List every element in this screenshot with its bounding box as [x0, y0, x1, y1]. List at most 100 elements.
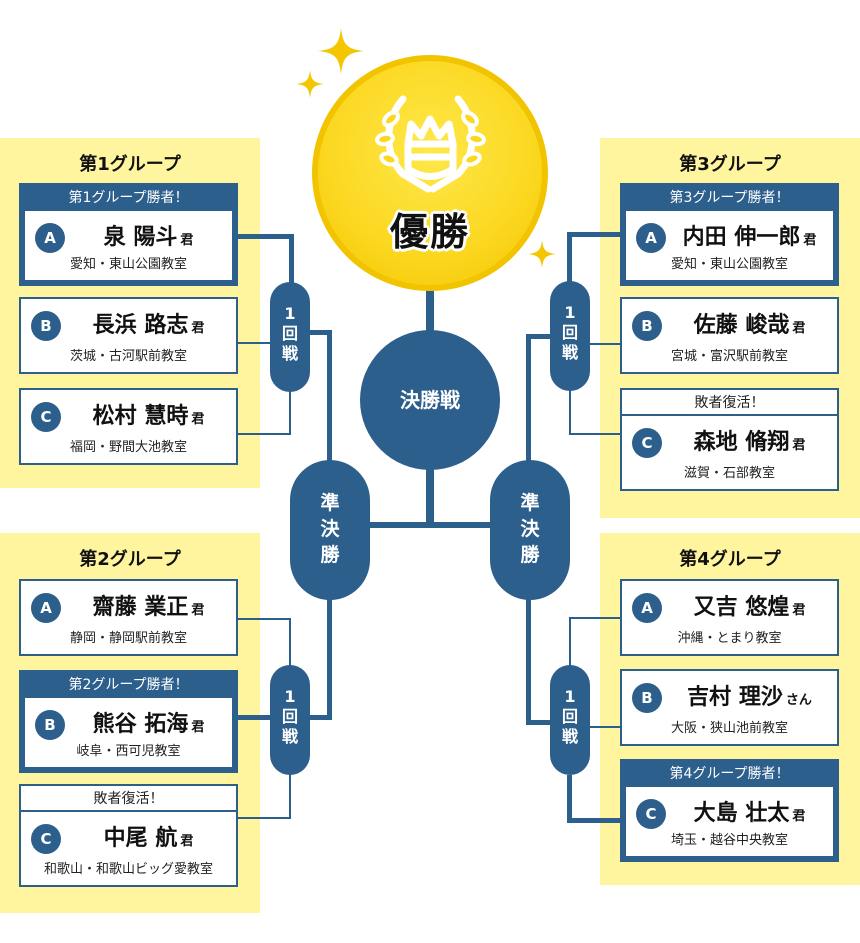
player-school: 茨城・古河駅前教室	[69, 349, 187, 364]
player-card-group-4-a: A 又吉 悠煌君 沖縄・とまり教室	[620, 579, 839, 656]
bracket-line	[426, 465, 434, 527]
player-card-group-2-a: A 齋藤 業正君 静岡・静岡駅前教室	[19, 579, 238, 656]
group-4-title: 第4グループ	[679, 549, 781, 570]
player-card-group-3-c: 敗者復活！ C 森地 脩翔君 滋賀・石部教室	[620, 388, 839, 491]
player-school: 宮城・富沢駅前教室	[670, 349, 788, 364]
final-circle: 決勝戦	[360, 330, 500, 470]
seed-badge: C	[636, 799, 666, 829]
revival-banner: 敗者復活！	[622, 390, 837, 416]
bracket-line	[327, 330, 332, 462]
player-school: 福岡・野間大池教室	[69, 440, 187, 455]
crown-laurel-icon	[375, 95, 486, 193]
bracket-line	[238, 433, 291, 435]
player-name: 又吉 悠煌君	[693, 595, 806, 620]
seed-badge: C	[31, 824, 61, 854]
bracket-line	[327, 598, 332, 720]
player-card-group-1-c: C 松村 慧時君 福岡・野間大池教室	[19, 388, 238, 465]
bracket-line	[238, 342, 272, 344]
seed-badge: A	[31, 593, 61, 623]
group-2-title: 第2グループ	[79, 549, 181, 570]
player-name: 中尾 航君	[103, 826, 194, 851]
bracket-line	[569, 617, 623, 619]
bracket-line	[289, 388, 291, 434]
player-card-group-1-a: 第1グループ勝者！ A 泉 陽斗君 愛知・東山公園教室	[19, 183, 238, 286]
player-name: 内田 伸一郎君	[682, 225, 817, 250]
player-card-group-3-a: 第3グループ勝者！ A 内田 伸一郎君 愛知・東山公園教室	[620, 183, 839, 286]
winner-banner: 第2グループ勝者！	[68, 677, 189, 693]
player-card-group-4-b: B 吉村 理沙さん 大阪・狭山池前教室	[620, 669, 839, 746]
player-school: 大阪・狭山池前教室	[670, 721, 788, 736]
bracket-line	[569, 388, 571, 434]
seed-badge: B	[31, 311, 61, 341]
winner-banner: 第1グループ勝者！	[68, 190, 189, 206]
semifinal-pill-left: 準決勝	[290, 460, 370, 600]
bracket-line	[526, 334, 552, 339]
sparkle-icon	[528, 240, 556, 268]
player-name: 長浜 路志君	[92, 313, 205, 338]
player-name: 齋藤 業正君	[92, 595, 205, 620]
champion-label: 優勝	[389, 210, 470, 254]
seed-badge: B	[632, 311, 662, 341]
player-name: 吉村 理沙さん	[687, 685, 812, 710]
seed-badge: B	[35, 710, 65, 740]
bracket-line	[289, 618, 291, 666]
bracket-line	[289, 773, 291, 819]
bracket-line	[569, 617, 571, 667]
player-school: 静岡・静岡駅前教室	[69, 631, 187, 646]
seed-badge: A	[632, 593, 662, 623]
bracket-line	[238, 234, 294, 239]
seed-badge: C	[31, 402, 61, 432]
bracket-line	[567, 775, 572, 823]
winner-banner: 第4グループ勝者！	[669, 766, 790, 782]
player-name: 松村 慧時君	[92, 404, 205, 429]
bracket-line	[526, 334, 531, 462]
sparkle-icon	[296, 70, 324, 98]
seed-badge: C	[632, 428, 662, 458]
semifinal-pill-right: 準決勝	[490, 460, 570, 600]
bracket-line	[238, 817, 291, 819]
player-school: 愛知・東山公園教室	[670, 257, 788, 272]
bracket-line	[569, 433, 623, 435]
bracket-line	[567, 232, 572, 284]
player-name: 大島 壮太君	[693, 801, 806, 826]
bracket-line	[588, 343, 623, 345]
sparkle-icon	[318, 28, 364, 74]
seed-badge: A	[35, 223, 65, 253]
revival-banner: 敗者復活！	[21, 786, 236, 812]
player-school: 和歌山・和歌山ビッグ愛教室	[43, 862, 213, 877]
player-card-group-1-b: B 長浜 路志君 茨城・古河駅前教室	[19, 297, 238, 374]
player-card-group-2-b: 第2グループ勝者！ B 熊谷 拓海君 岐阜・西可児教室	[19, 670, 238, 773]
winner-banner: 第3グループ勝者！	[669, 190, 790, 206]
player-card-group-3-b: B 佐藤 峻哉君 宮城・富沢駅前教室	[620, 297, 839, 374]
player-name: 泉 陽斗君	[103, 225, 194, 250]
bracket-line	[308, 715, 332, 720]
bracket-line	[567, 232, 623, 237]
bracket-line	[308, 330, 332, 335]
player-name: 森地 脩翔君	[693, 430, 806, 455]
player-school: 沖縄・とまり教室	[677, 631, 782, 646]
player-card-group-4-c: 第4グループ勝者！ C 大島 壮太君 埼玉・越谷中央教室	[620, 759, 839, 862]
seed-badge: B	[632, 683, 662, 713]
bracket-line	[526, 720, 552, 725]
champion-medal: 優勝	[312, 55, 548, 291]
bracket-line	[238, 618, 291, 620]
group-1-title: 第1グループ	[79, 154, 181, 175]
player-school: 滋賀・石部教室	[683, 466, 775, 481]
bracket-line	[238, 715, 272, 720]
player-card-group-2-c: 敗者復活！ C 中尾 航君 和歌山・和歌山ビッグ愛教室	[19, 784, 238, 887]
bracket-line	[365, 522, 495, 528]
bracket-line	[588, 726, 623, 728]
player-school: 愛知・東山公園教室	[69, 257, 187, 272]
group-3-title: 第3グループ	[679, 154, 781, 175]
player-name: 佐藤 峻哉君	[693, 313, 806, 338]
bracket-line	[289, 234, 294, 284]
player-school: 埼玉・越谷中央教室	[670, 833, 788, 848]
bracket-line	[567, 818, 623, 823]
seed-badge: A	[636, 223, 666, 253]
bracket-line	[526, 598, 531, 725]
player-school: 岐阜・西可児教室	[76, 744, 181, 759]
